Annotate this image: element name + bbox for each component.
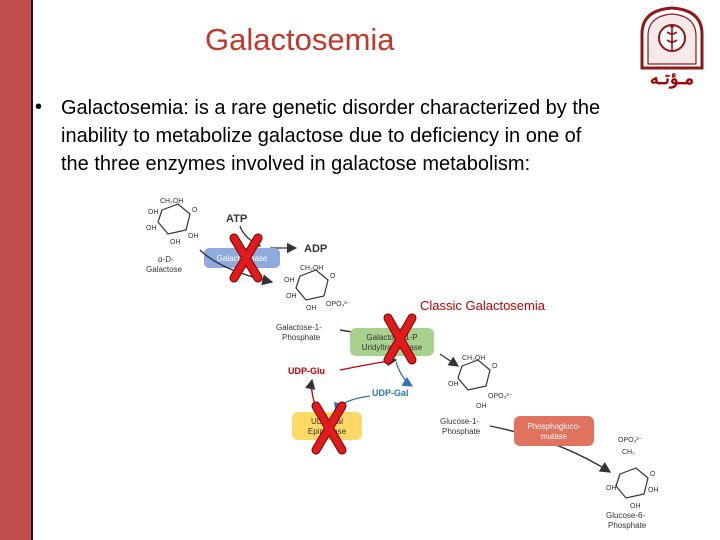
- udp-gal-arrow: [395, 361, 414, 387]
- uridyltransferase-label-1: Galactose-1-P: [366, 333, 417, 342]
- phosphoglucomutase-label-2: mutase: [541, 432, 568, 441]
- galactose-molecule: CH₂OH OH O OH OH OH: [146, 198, 199, 246]
- uridyltransferase-box: [350, 328, 434, 356]
- svg-text:OH: OH: [448, 381, 459, 388]
- atp-label: ATP: [226, 213, 247, 225]
- transferase-deficiency-cross-icon: [383, 313, 417, 365]
- svg-text:O: O: [492, 363, 498, 370]
- galactose-1-phosphate-molecule: CH₂OH OH O OH OPO₃²⁻ OH: [284, 265, 351, 312]
- slide-title: Galactosemia: [205, 22, 395, 57]
- svg-text:CH₂OH: CH₂OH: [300, 265, 323, 272]
- university-logo: مـؤتـه: [640, 6, 704, 89]
- svg-text:O: O: [192, 207, 198, 214]
- svg-text:OPO₃²⁻: OPO₃²⁻: [488, 393, 513, 400]
- phosphoglucomutase-label-1: Phosphogluco-: [527, 422, 581, 431]
- classic-galactosemia-label: Classic Galactosemia: [420, 298, 546, 313]
- svg-text:OH: OH: [146, 225, 157, 232]
- glucose-6-phosphate-molecule: OPO₃²⁻ CH₂ O OH OH OH: [606, 437, 659, 510]
- svg-text:OH: OH: [476, 403, 487, 410]
- svg-text:O: O: [650, 471, 656, 478]
- galactose-label-1: α-D-: [158, 255, 174, 264]
- svg-text:OH: OH: [286, 293, 297, 300]
- udp-gal-label: UDP-Gal: [372, 388, 409, 398]
- to-glc1p-arrow: [439, 353, 460, 367]
- svg-text:OPO₃²⁻: OPO₃²⁻: [326, 301, 351, 308]
- svg-text:CH₂OH: CH₂OH: [462, 355, 485, 362]
- glc1p-label-1: Glucose-1-: [440, 417, 479, 426]
- galactose-metabolism-diagram: CH₂OH OH O OH OH OH α-D- Galactose ATP A…: [146, 198, 659, 530]
- svg-text:OH: OH: [188, 233, 199, 240]
- glucose-1-phosphate-molecule: CH₂OH O OH OPO₃²⁻ OH: [448, 355, 513, 410]
- glc6p-label-2: Phosphate: [608, 521, 647, 530]
- gal1p-label-1: Galactose-1-: [276, 323, 322, 332]
- svg-text:OH: OH: [148, 209, 159, 216]
- udp-glu-label: UDP-Glu: [288, 366, 325, 376]
- bullet-line-2: inability to metabolize galactose due to…: [61, 125, 582, 147]
- bullet-symbol: •: [35, 96, 43, 118]
- svg-text:OH: OH: [648, 487, 659, 494]
- svg-text:OPO₃²⁻: OPO₃²⁻: [618, 437, 643, 444]
- galactose-to-gal1p-arrow: [199, 249, 274, 286]
- svg-text:CH₂: CH₂: [622, 449, 635, 456]
- svg-text:OH: OH: [170, 239, 181, 246]
- svg-text:OH: OH: [284, 277, 295, 284]
- svg-text:O: O: [330, 273, 336, 280]
- bullet-line-1: Galactosemia: is a rare genetic disorder…: [61, 97, 601, 119]
- logo-text: مـؤتـه: [650, 68, 694, 89]
- glc6p-label-1: Glucose-6-: [606, 511, 645, 520]
- glc1p-label-2: Phosphate: [442, 427, 481, 436]
- left-accent-bar: [0, 0, 33, 540]
- svg-text:OH: OH: [606, 485, 617, 492]
- galactokinase-deficiency-cross-icon: [229, 233, 263, 283]
- galactose-label-2: Galactose: [146, 265, 183, 274]
- svg-text:OH: OH: [306, 305, 317, 312]
- epimerase-deficiency-cross-icon: [311, 401, 347, 455]
- bullet-text: Galactosemia: is a rare genetic disorder…: [61, 94, 711, 178]
- udp-glu-arrow: [339, 355, 398, 371]
- phosphoglucomutase-box: [514, 416, 594, 446]
- gal1p-label-2: Phosphate: [282, 333, 321, 342]
- adp-label: ADP: [304, 243, 327, 255]
- bullet-line-3: the three enzymes involved in galactose …: [61, 153, 531, 175]
- svg-text:CH₂OH: CH₂OH: [160, 198, 183, 205]
- svg-text:OH: OH: [630, 503, 641, 510]
